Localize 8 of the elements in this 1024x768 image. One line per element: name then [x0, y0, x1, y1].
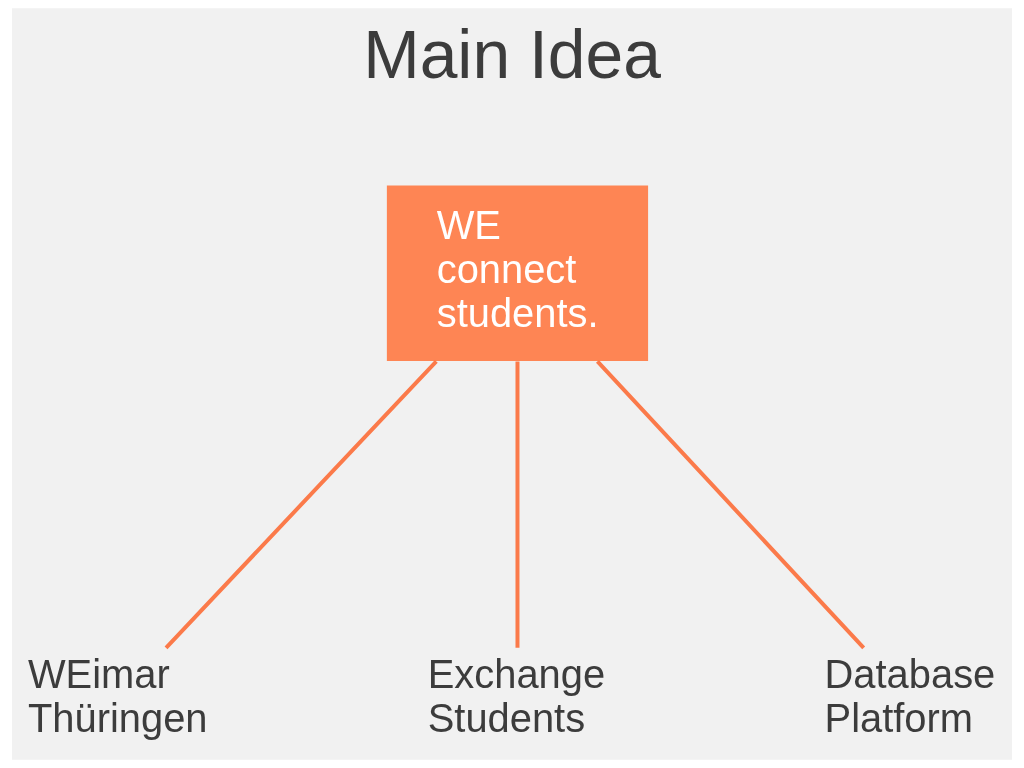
node-text: WEimar Thüringen: [27, 652, 208, 740]
node-box: WE connect students.: [386, 185, 649, 362]
connector: [515, 361, 520, 648]
connector: [164, 360, 438, 650]
node-text: Database Platform: [824, 652, 996, 740]
diagram-title: Main Idea: [363, 17, 661, 93]
connector: [596, 360, 866, 650]
node-text: Exchange Students: [427, 652, 606, 740]
